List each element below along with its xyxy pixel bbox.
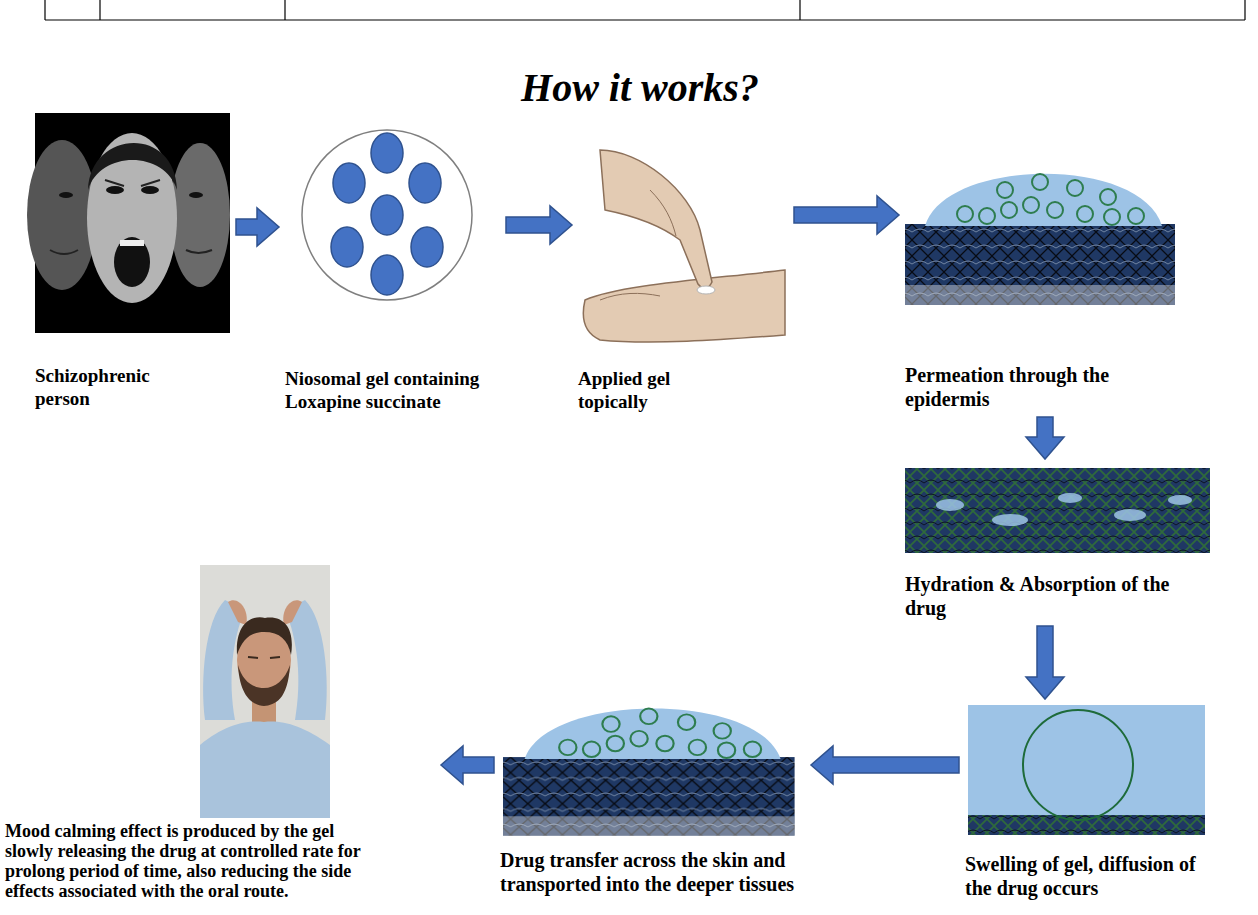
step-panel: Schizophrenic person: [35, 113, 230, 411]
step-caption: Hydration & Absorption of the drug: [905, 572, 1195, 620]
step-panel: Hydration & Absorption of the drug: [905, 465, 1210, 620]
skin-picture: [905, 174, 1175, 305]
hydrated-skin-picture: [905, 468, 1210, 553]
flow-arrow: [506, 206, 572, 244]
hands-picture: [583, 150, 785, 342]
swelling-picture: [968, 705, 1205, 835]
diagram-title: How it works?: [440, 64, 840, 111]
flow-arrow: [794, 196, 899, 234]
step-panel: Applied gel topically: [578, 140, 788, 414]
calm-man-picture: [200, 565, 330, 818]
niosome-picture: [302, 130, 472, 300]
flow-arrow: [441, 746, 494, 784]
step-caption: Drug transfer across the skin and transp…: [500, 848, 805, 896]
step-caption: Mood calming effect is produced by the g…: [5, 821, 370, 902]
step-panel: Permeation through the epidermis: [905, 160, 1195, 411]
step-panel: Drug transfer across the skin and transp…: [500, 695, 805, 896]
step-caption: Swelling of gel, diffusion of the drug o…: [965, 852, 1210, 900]
flow-arrow: [1026, 626, 1064, 699]
faces-picture: [27, 113, 230, 333]
step-caption: Permeation through the epidermis: [905, 363, 1165, 411]
step-panel: Niosomal gel containing Loxapine succina…: [285, 128, 500, 414]
step-caption: Applied gel topically: [578, 368, 708, 414]
flow-arrow: [236, 208, 279, 246]
flow-arrow: [811, 746, 959, 784]
step-caption: Schizophrenic person: [35, 365, 175, 411]
step-panel: Mood calming effect is produced by the g…: [5, 565, 435, 902]
skin-picture: [503, 708, 795, 835]
step-panel: Swelling of gel, diffusion of the drug o…: [965, 705, 1210, 900]
step-caption: Niosomal gel containing Loxapine succina…: [285, 368, 500, 414]
table-border: [45, 0, 1245, 20]
flow-arrow: [1026, 417, 1064, 459]
